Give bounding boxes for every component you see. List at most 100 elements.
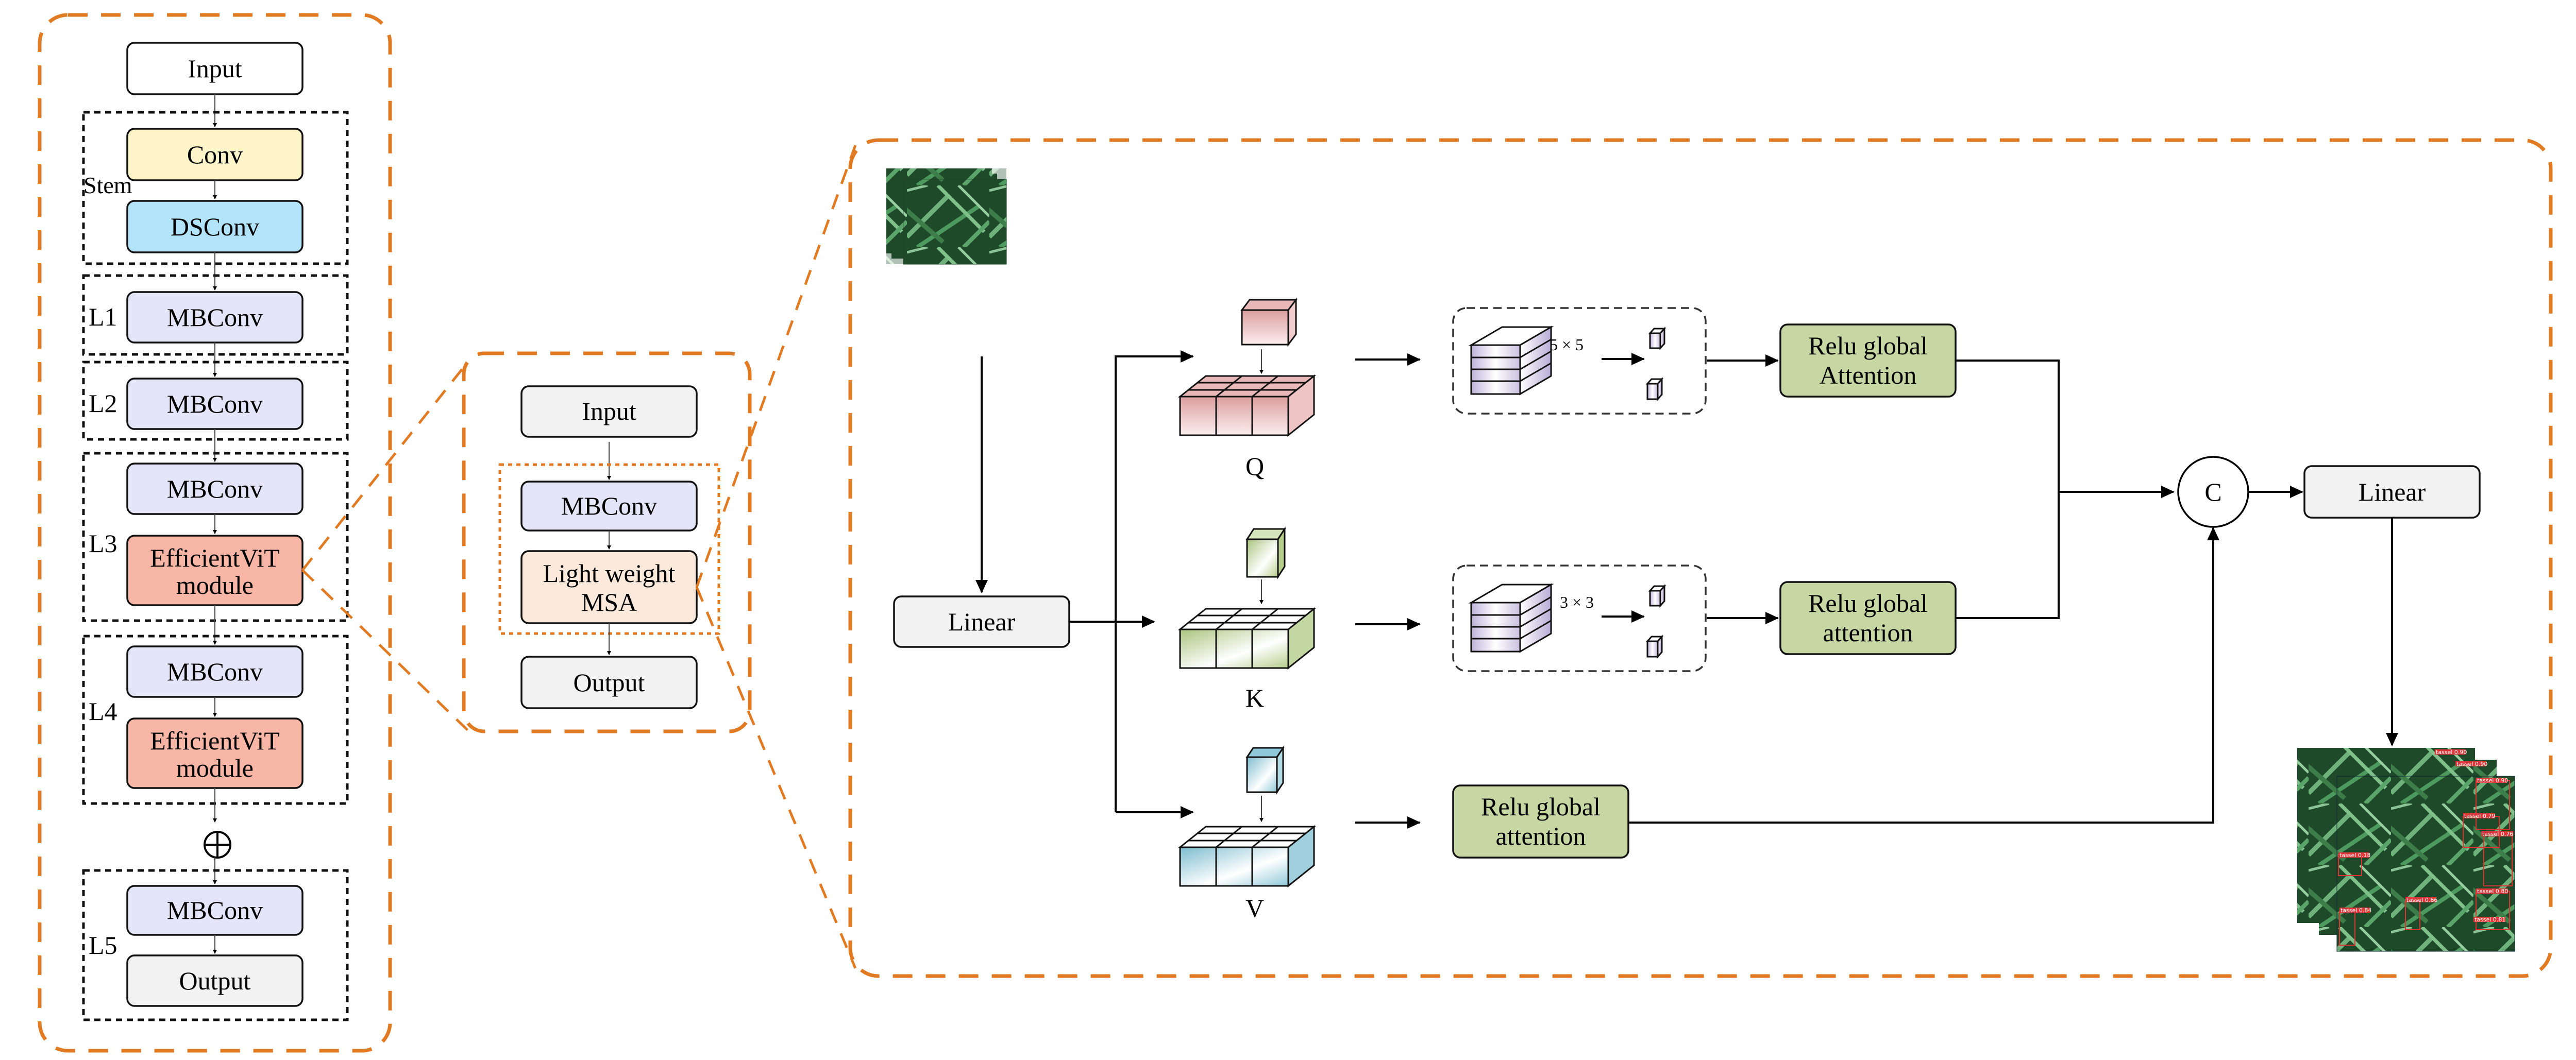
svg-text:EfficientViT: EfficientViT [150,543,280,572]
q-label: Q [1245,452,1264,481]
svg-text:MBConv: MBConv [167,474,263,503]
svg-text:Linear: Linear [2359,477,2426,506]
stage-l1-label: L1 [89,302,117,331]
v-relu-attention-block[interactable]: Relu global attention [1452,784,1629,859]
input-image-stack[interactable] [886,168,1007,265]
zoom-connector-top-2 [695,145,857,588]
q-relu-attention-block[interactable]: Relu global Attention [1779,323,1957,398]
stage-l2-group [82,361,349,441]
concat-node[interactable]: C [2177,456,2249,528]
svg-text:tassel 0.90: tassel 0.90 [2436,749,2467,756]
module-output-block[interactable]: Output [520,656,698,709]
l5-mbconv-block[interactable]: MBConv [126,885,304,936]
zoom-connector-bottom [301,569,470,732]
svg-text:MBConv: MBConv [167,389,263,418]
stage-l1-group [82,274,349,356]
module-mbconv-block[interactable]: MBConv [520,481,698,532]
svg-text:tassel 0.66: tassel 0.66 [2406,897,2437,903]
svg-text:EfficientViT: EfficientViT [150,726,280,755]
small-cube-icon [1645,635,1664,659]
k-tensor[interactable] [1177,526,1317,670]
linear-output-block[interactable]: Linear [2303,465,2481,519]
q-multiscale-box: 5 × 5 [1452,307,1707,415]
q-kernel-label: 5 × 5 [1550,335,1584,354]
svg-text:Relu global: Relu global [1808,589,1928,618]
l4-mbconv-block[interactable]: MBConv [126,645,304,698]
v-tensor[interactable] [1177,745,1317,888]
sum-node [204,831,231,859]
module-detail-panel: Input MBConv Light weight MSA Output [462,351,752,733]
q-tensor[interactable] [1177,297,1317,437]
stem-label: Stem [83,172,132,198]
lightweight-msa-block[interactable]: Light weight MSA [520,550,698,624]
module-panel-border [462,351,752,733]
k-kernel-label: 3 × 3 [1560,593,1594,611]
zoom-connector-bottom-2 [695,587,857,969]
svg-text:Output: Output [179,966,251,995]
k-grid-cube [1177,607,1317,670]
svg-text:tassel 0.84: tassel 0.84 [2341,907,2371,914]
branch-to-q [1115,350,1194,812]
stage-l3-label: L3 [89,529,117,558]
v-label: V [1245,894,1264,922]
stage-l4-label: L4 [89,697,117,726]
svg-text:tassel 0.76: tassel 0.76 [2482,831,2513,837]
attention-detail-panel: Linear Q [848,138,2553,978]
svg-text:attention: attention [1823,618,1913,647]
svg-text:Attention: Attention [1820,361,1917,389]
detection-labels: tassel 0.90 tassel 0.90 tassel 0.90 tass… [2338,749,2513,923]
q-grid-cube [1177,374,1317,437]
l4-efficientvit-block[interactable]: EfficientViT module [126,717,304,789]
v-small-cube [1245,745,1285,795]
qk-merge-line [1956,360,2060,619]
svg-text:Relu global: Relu global [1481,792,1601,821]
svg-text:Input: Input [582,397,636,425]
l2-mbconv-block[interactable]: MBConv [126,378,304,430]
output-detection-stack[interactable]: tassel 0.90 tassel 0.90 tassel 0.90 tass… [2297,748,2515,952]
svg-text:Input: Input [188,54,242,83]
svg-text:DSConv: DSConv [171,212,259,241]
conv-block[interactable]: Conv [126,128,304,181]
svg-text:tassel 0.90: tassel 0.90 [2456,761,2487,767]
svg-text:tassel 0.90: tassel 0.90 [2477,777,2508,784]
svg-text:attention: attention [1496,822,1586,850]
k-multiscale-box: 3 × 3 [1452,565,1707,672]
svg-text:MSA: MSA [581,588,637,617]
backbone-panel-border [38,13,392,1053]
svg-text:module: module [176,571,254,600]
l3-efficientvit-block[interactable]: EfficientViT module [126,535,304,606]
svg-text:MBConv: MBConv [167,896,263,925]
small-cube-icon [1645,377,1664,401]
k-label: K [1245,683,1264,712]
svg-text:MBConv: MBConv [167,657,263,686]
svg-text:tassel 0.81: tassel 0.81 [2474,916,2505,923]
q-small-cube [1240,297,1298,347]
svg-text:C: C [2204,477,2221,506]
stage-l5-label: L5 [89,931,117,960]
small-cube-icon [1648,327,1666,350]
backbone-output-block[interactable]: Output [126,954,304,1007]
svg-text:tassel 0.18: tassel 0.18 [2339,852,2370,859]
zoom-connector-top [301,360,470,571]
svg-text:MBConv: MBConv [561,491,657,520]
module-input-block[interactable]: Input [520,385,698,438]
dsconv-block[interactable]: DSConv [126,200,304,253]
svg-text:Linear: Linear [948,607,1016,636]
svg-text:Light weight: Light weight [543,559,676,588]
svg-text:Output: Output [574,668,645,697]
linear-input-block[interactable]: Linear [893,595,1070,648]
backbone-panel: Input Stem Conv DSConv L1 MBConv L2 MBCo… [38,13,392,1053]
l3-mbconv-block[interactable]: MBConv [126,463,304,515]
v-merge-line [1628,527,2219,824]
stage-l2-label: L2 [89,389,117,418]
svg-text:Relu global: Relu global [1808,331,1928,360]
k-relu-attention-block[interactable]: Relu global attention [1779,581,1957,655]
attention-panel-border [848,138,2553,978]
l1-mbconv-block[interactable]: MBConv [126,291,304,344]
small-cube-icon [1648,584,1666,608]
backbone-input-block[interactable]: Input [126,42,304,95]
v-grid-cube [1177,825,1317,888]
svg-text:tassel 0.80: tassel 0.80 [2477,888,2508,895]
svg-text:Conv: Conv [187,140,243,169]
